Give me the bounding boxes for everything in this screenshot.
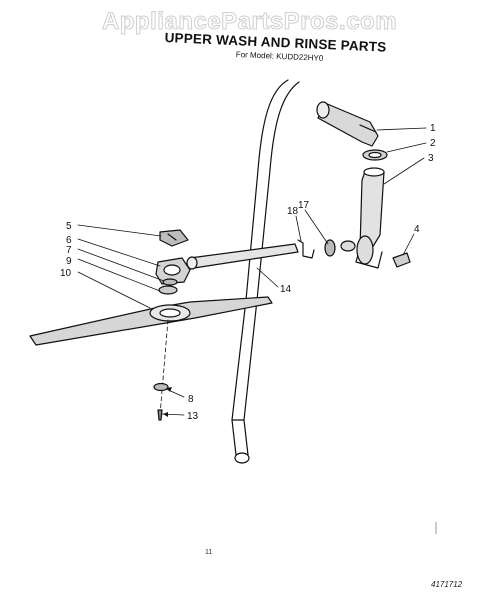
part-17-valve (324, 239, 356, 257)
callout-6: 6 (66, 235, 72, 246)
part-6-hub-support (155, 257, 191, 285)
watermark: AppliancePartsPros.com (101, 8, 398, 36)
callout-3: 3 (428, 153, 434, 164)
part-5-bearing (159, 229, 189, 247)
part-18-clip (297, 239, 315, 259)
part-8-washer (153, 382, 169, 392)
page-number: 11 (205, 549, 213, 556)
part-13-screw (157, 409, 163, 421)
part-9-nut (158, 285, 178, 295)
part-3-manifold (355, 167, 385, 269)
callout-4: 4 (414, 224, 420, 235)
callout-1: 1 (430, 123, 436, 134)
document-number: 4171712 (431, 580, 463, 589)
callout-2: 2 (430, 138, 436, 149)
callout-10: 10 (60, 268, 72, 279)
feed-tube-end (234, 452, 250, 464)
callout-8: 8 (188, 394, 194, 405)
callout-17: 17 (298, 200, 310, 211)
center-axis (159, 319, 169, 416)
callout-13: 13 (187, 411, 199, 422)
part-1-upper-tube (316, 101, 379, 147)
feed-tube (231, 79, 289, 456)
part-7-washer (162, 278, 178, 286)
part-10-spray-arm (29, 296, 273, 346)
part-4-plug (392, 252, 411, 268)
part-14-wash-tube (186, 243, 299, 270)
callout-18: 18 (287, 206, 299, 217)
part-2-seal (362, 149, 388, 161)
callout-7: 7 (66, 245, 72, 256)
callout-5: 5 (66, 221, 72, 232)
callout-14: 14 (280, 284, 292, 295)
callout-9: 9 (66, 256, 72, 267)
